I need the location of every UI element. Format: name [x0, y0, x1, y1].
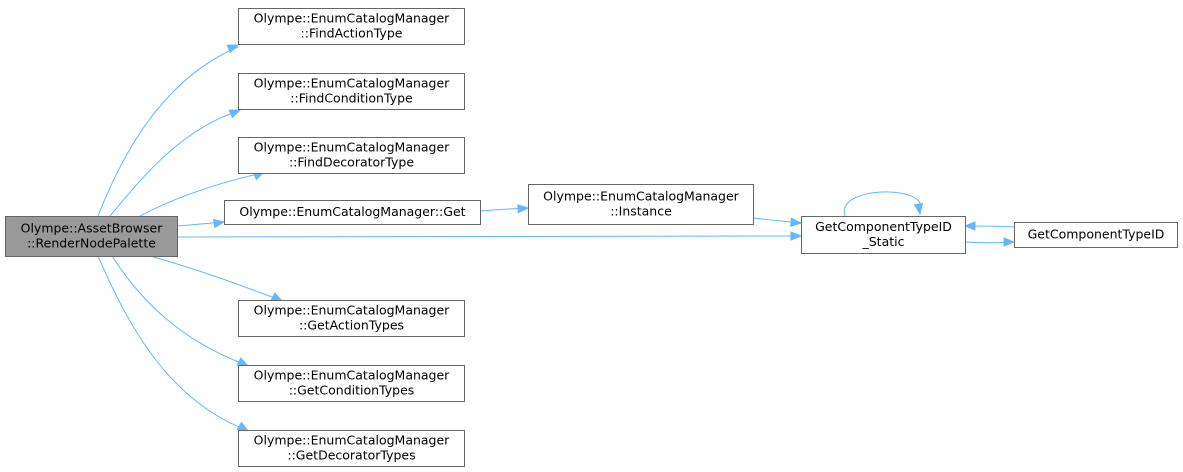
edge-root-to-getCondition	[111, 255, 250, 367]
node-findAction[interactable]: Olympe::EnumCatalogManager::FindActionTy…	[238, 8, 465, 45]
node-box	[1014, 222, 1178, 248]
arrowhead	[790, 217, 803, 227]
node-label-line: ::RenderNodePalette	[27, 236, 156, 251]
node-box	[801, 216, 966, 254]
node-label-line: Olympe::EnumCatalogManager	[254, 368, 451, 383]
node-label-line: Olympe::EnumCatalogManager::Get	[239, 204, 465, 219]
edge-root-to-findAction	[97, 44, 240, 217]
edge-root-to-gctStatic	[176, 231, 803, 241]
arrowhead	[228, 109, 242, 119]
edge-get-to-instance	[479, 204, 530, 214]
edges-layer	[97, 44, 1016, 432]
node-label-line: Olympe::EnumCatalogManager	[254, 140, 451, 155]
node-instance[interactable]: Olympe::EnumCatalogManager::Instance	[528, 184, 754, 225]
edge-line	[149, 255, 281, 301]
node-label-line: _Static	[862, 234, 905, 249]
node-get[interactable]: Olympe::EnumCatalogManager::Get	[224, 200, 481, 225]
node-box	[224, 200, 481, 225]
edge-root-to-getAction	[149, 255, 284, 302]
edge-root-to-get	[176, 218, 226, 229]
node-box	[238, 365, 465, 402]
edge-line	[176, 235, 802, 238]
node-box	[238, 430, 465, 467]
node-label-line: ::GetActionTypes	[299, 318, 404, 333]
arrowhead	[790, 231, 803, 241]
arrowhead	[236, 357, 250, 367]
node-label-line: Olympe::EnumCatalogManager	[254, 433, 451, 448]
node-box	[5, 216, 178, 257]
nodes-layer: Olympe::AssetBrowser::RenderNodePaletteO…	[5, 8, 1178, 467]
node-label-line: Olympe::EnumCatalogManager	[254, 303, 451, 318]
node-gctStatic[interactable]: GetComponentTypeID_Static	[801, 216, 966, 254]
edge-gct-to-gctStatic	[963, 221, 1015, 231]
node-label-line: ::FindDecoratorType	[289, 155, 414, 170]
edge-gctStatic-to-gctStatic	[843, 191, 924, 217]
arrowhead	[212, 218, 226, 229]
node-label-line: Olympe::AssetBrowser	[21, 221, 164, 236]
node-box	[238, 300, 465, 337]
edge-root-to-getDecorator	[97, 255, 250, 432]
node-box	[238, 73, 465, 110]
arrowhead	[1003, 237, 1016, 247]
node-label-line: ::FindConditionType	[290, 91, 413, 106]
node-label-line: GetComponentTypeID	[1028, 227, 1165, 242]
edge-line	[843, 191, 922, 217]
node-root[interactable]: Olympe::AssetBrowser::RenderNodePalette	[5, 216, 178, 257]
node-label-line: ::FindActionType	[301, 26, 403, 41]
node-findDecorator[interactable]: Olympe::EnumCatalogManager::FindDecorato…	[238, 137, 465, 174]
arrowhead	[226, 44, 240, 54]
edge-line	[97, 255, 247, 431]
node-label-line: ::GetDecoratorTypes	[287, 448, 415, 463]
edge-line	[109, 110, 239, 217]
arrowhead	[913, 202, 924, 216]
node-gct[interactable]: GetComponentTypeID	[1014, 222, 1178, 248]
edge-line	[139, 172, 263, 217]
edge-instance-to-gctStatic	[752, 217, 803, 227]
node-box	[528, 184, 754, 225]
node-box	[238, 8, 465, 45]
arrowhead	[517, 204, 530, 214]
node-label-line: Olympe::EnumCatalogManager	[254, 11, 451, 26]
edge-gctStatic-to-gct	[964, 237, 1016, 247]
node-label-line: ::GetConditionTypes	[289, 383, 415, 398]
edge-root-to-findCondition	[109, 109, 242, 217]
edge-line	[97, 46, 239, 217]
node-getDecorator[interactable]: Olympe::EnumCatalogManager::GetDecorator…	[238, 430, 465, 467]
node-box	[238, 137, 465, 174]
node-getCondition[interactable]: Olympe::EnumCatalogManager::GetCondition…	[238, 365, 465, 402]
node-label-line: Olympe::EnumCatalogManager	[543, 189, 740, 204]
node-label-line: ::Instance	[610, 204, 672, 219]
edge-line	[111, 255, 247, 366]
node-label-line: Olympe::EnumCatalogManager	[254, 76, 451, 91]
node-label-line: GetComponentTypeID	[815, 219, 952, 234]
arrowhead	[270, 292, 284, 302]
node-findCondition[interactable]: Olympe::EnumCatalogManager::FindConditio…	[238, 73, 465, 110]
arrowhead	[236, 421, 250, 432]
node-getAction[interactable]: Olympe::EnumCatalogManager::GetActionTyp…	[238, 300, 465, 337]
arrowhead	[963, 221, 976, 231]
